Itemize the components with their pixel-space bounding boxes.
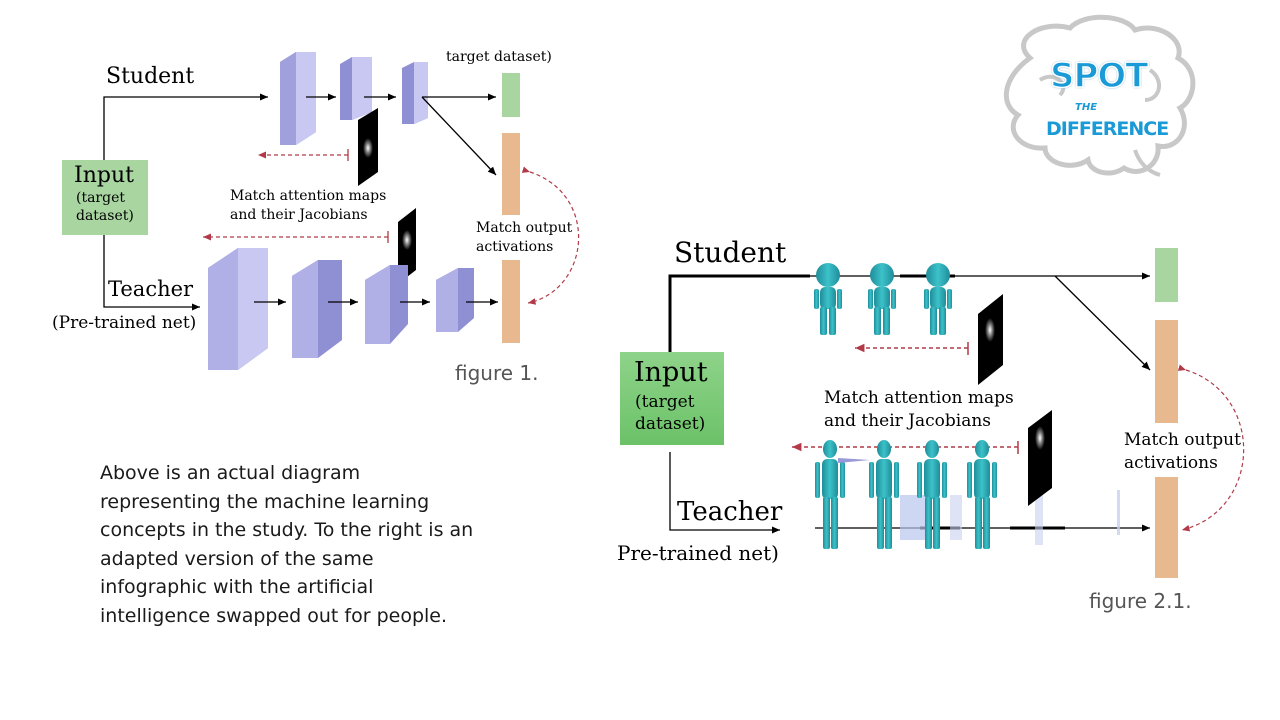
fig2-input-box	[620, 352, 724, 445]
teacher-person-2	[869, 440, 899, 549]
fig2-diagonal-arrow	[1054, 275, 1151, 371]
student-person-2	[868, 263, 896, 335]
fig1-teacher-label: Teacher	[108, 277, 194, 301]
fig2-match-attention-2: and their Jacobians	[824, 411, 992, 431]
fig2-student-label: Student	[674, 236, 787, 269]
teacher-output-bar	[502, 260, 520, 343]
teacher-person-1	[815, 440, 845, 549]
logo-spot: SPOT	[1049, 55, 1149, 97]
student-person-1	[814, 263, 842, 335]
student-block-1	[280, 52, 316, 145]
fig1-target-dataset-label: target dataset)	[446, 49, 552, 65]
fig2-teacher-label: Teacher	[677, 497, 783, 527]
fig2-match-output-1: Match output	[1124, 430, 1241, 450]
fig1-match-output-1: Match output	[476, 220, 573, 236]
teacher-path-arrow	[103, 235, 200, 311]
fig2-match-attention-1: Match attention maps	[824, 388, 1014, 408]
fig2-dashed-curve-arrow	[1177, 364, 1245, 532]
fig1-match-attention-2: and their Jacobians	[230, 207, 368, 223]
student-output-bar	[502, 133, 520, 215]
teacher-person-4	[967, 440, 997, 549]
figure-2-1-caption: figure 2.1.	[1089, 589, 1192, 613]
fig2-student-output-bar	[1155, 320, 1178, 423]
green-output-bar	[502, 73, 520, 117]
fig2-teacher-arrow	[669, 452, 780, 534]
fig1-student-label: Student	[106, 64, 195, 89]
student-path-arrow	[103, 93, 268, 160]
teacher-block-1	[208, 248, 268, 370]
input-box	[62, 160, 148, 235]
teacher-block-4	[436, 268, 474, 332]
fig2-teacher-output-bar	[1155, 477, 1178, 578]
logo-difference: DIFFERENCE	[1046, 118, 1169, 140]
fig2-attention-map-2	[1028, 410, 1052, 506]
fig1-match-output-2: activations	[476, 239, 554, 255]
logo-the: THE	[1075, 102, 1098, 113]
fig1-match-attention-1: Match attention maps	[230, 188, 387, 204]
figure-1-caption: figure 1.	[455, 361, 539, 385]
description-text: Above is an actual diagram representing …	[100, 462, 474, 627]
fig2-green-output-bar	[1155, 248, 1178, 302]
fig2-match-output-2: activations	[1124, 453, 1218, 473]
fig1-input-sub1: (target	[76, 190, 125, 206]
teacher-block-3	[365, 265, 408, 344]
dashed-curve-arrow	[521, 166, 580, 305]
fig2-input-sub2: dataset)	[635, 414, 706, 434]
student-person-3	[924, 263, 952, 335]
fig1-input-sub2: dataset)	[76, 208, 134, 224]
teacher-block-2	[292, 260, 342, 358]
fig1-input-title: Input	[74, 163, 134, 188]
fig2-input-sub1: (target	[635, 392, 695, 412]
fig1-teacher-sub: (Pre-trained net)	[52, 313, 197, 333]
fig2-input-title: Input	[634, 357, 708, 388]
student-block-3	[402, 62, 428, 124]
fig2-teacher-sub: Pre-trained net)	[617, 541, 779, 565]
student-block-2	[340, 57, 372, 120]
teacher-person-3	[917, 440, 947, 549]
